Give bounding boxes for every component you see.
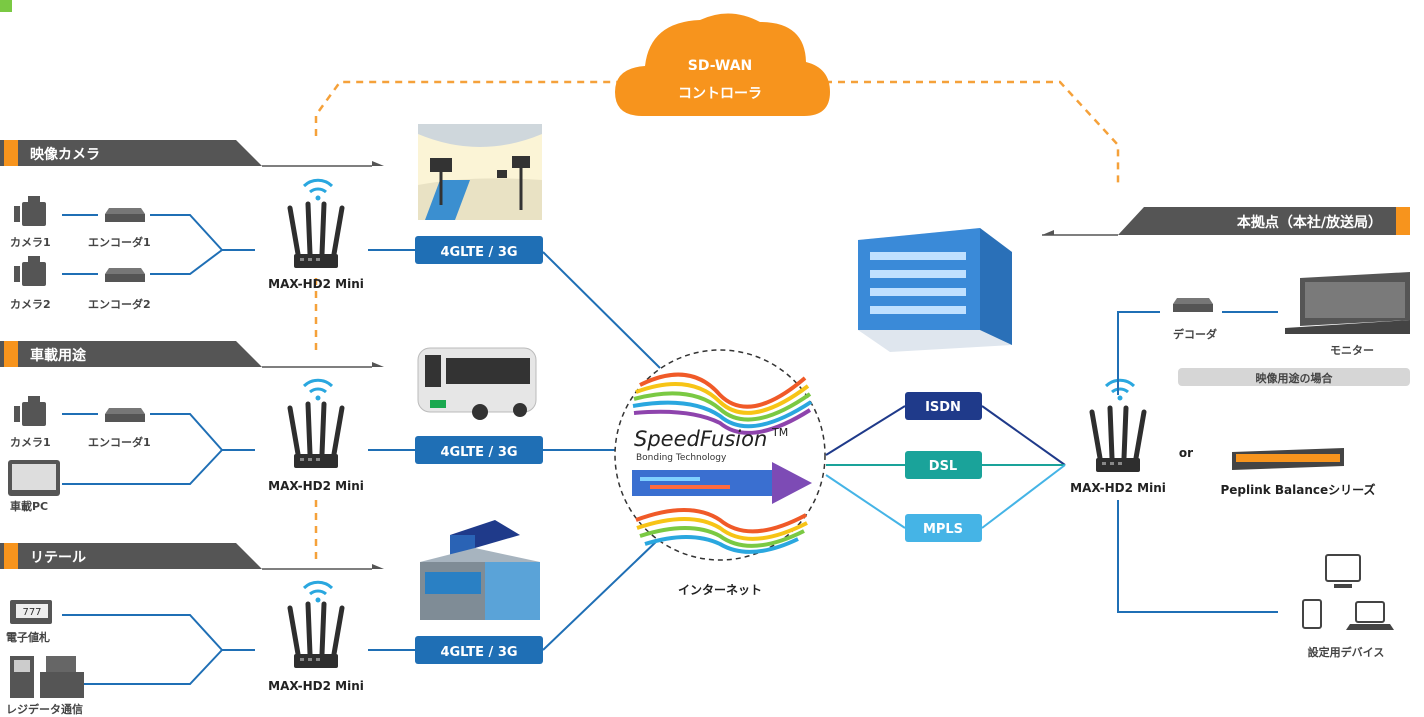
camera-icon (14, 396, 46, 426)
section-title: リテール (30, 550, 86, 566)
encoder-1-label: エンコーダ1 (88, 235, 151, 249)
config-devices-icon (1302, 554, 1394, 630)
internet-speedfusion: SpeedFusion TM Bonding Technology (614, 349, 826, 561)
isdn-pill: ISDN (905, 392, 982, 420)
vehicle-pc-label: 車載PC (10, 499, 48, 513)
lte-pill: 4GLTE / 3G (415, 636, 543, 664)
camera-2-label: カメラ2 (10, 298, 51, 311)
config-label: 設定用デバイス (1308, 645, 1385, 659)
balance-label: Peplink Balanceシリーズ (1220, 482, 1375, 497)
laptop-icon (8, 460, 60, 496)
vehicle-camera-label: カメラ1 (10, 436, 51, 449)
hq-router-label: MAX-HD2 Mini (1070, 481, 1166, 495)
camera-1-label: カメラ1 (10, 236, 51, 249)
isdn-link (825, 405, 1066, 466)
router-to-lte-links (368, 249, 415, 651)
studio-illustration (418, 124, 542, 220)
router-icon (290, 604, 342, 668)
mgmt-line-left (314, 80, 625, 136)
lte-label: 4GLTE / 3G (440, 245, 517, 260)
or-label: or (1179, 446, 1193, 460)
vehicle-links (62, 413, 255, 485)
cloud-label-2: コントローラ (678, 86, 762, 102)
router-icon (1092, 408, 1144, 472)
hq-building-icon (858, 228, 1012, 352)
section-header-hq: 本拠点（本社/放送局） (1042, 207, 1410, 236)
router-label: MAX-HD2 Mini (268, 277, 364, 291)
price-tag-label: 電子値札 (6, 630, 50, 644)
mpls-pill: MPLS (905, 514, 982, 542)
lte-label: 4GLTE / 3G (440, 645, 517, 660)
router-icon (290, 204, 342, 268)
monitor-wall-icon (1285, 272, 1410, 334)
section-title: 映像カメラ (30, 146, 100, 163)
mpls-label: MPLS (923, 522, 963, 537)
mgmt-line-right (825, 80, 1120, 185)
sd-wan-cloud: SD-WAN コントローラ (615, 13, 830, 116)
monitor-label: モニター (1330, 344, 1374, 357)
camera-icon (14, 256, 46, 286)
section-header-vehicle: 車載用途 (0, 341, 384, 368)
wifi-icon (302, 378, 334, 402)
wifi-icon (302, 580, 334, 604)
encoder-icon (105, 268, 145, 282)
speedfusion-subtitle: Bonding Technology (636, 453, 727, 463)
hq-links (1117, 311, 1278, 613)
speedfusion-brand: SpeedFusion (634, 427, 767, 451)
corner-marker (0, 0, 12, 12)
vehicle-encoder-label: エンコーダ1 (88, 435, 151, 449)
isdn-label: ISDN (925, 400, 961, 415)
bus-illustration (417, 347, 537, 420)
pos-register-icon (10, 656, 84, 698)
mpls-link (825, 464, 1066, 529)
lte-to-internet-links (542, 251, 661, 651)
encoder-icon (105, 208, 145, 222)
dsl-label: DSL (929, 459, 957, 474)
pos-label: レジデータ通信 (6, 702, 83, 716)
hq-title: 本拠点（本社/放送局） (1237, 214, 1382, 231)
router-label: MAX-HD2 Mini (268, 679, 364, 693)
router-icon (290, 404, 342, 468)
video-case-bar (1178, 368, 1410, 386)
wifi-icon (302, 178, 334, 202)
camera-icon (14, 196, 46, 226)
balance-appliance-icon (1232, 448, 1344, 470)
price-tag-icon: 777 (10, 600, 52, 624)
video-links (62, 214, 255, 275)
section-header-retail: リテール (0, 543, 384, 570)
decoder-label: デコーダ (1173, 327, 1217, 341)
price-tag-value: 777 (22, 607, 41, 618)
lte-label: 4GLTE / 3G (440, 445, 517, 460)
wifi-icon (1104, 378, 1136, 402)
internet-label: インターネット (678, 583, 762, 597)
encoder-icon (105, 408, 145, 422)
lte-pill: 4GLTE / 3G (415, 436, 543, 464)
cloud-label-1: SD-WAN (688, 58, 753, 74)
router-label: MAX-HD2 Mini (268, 479, 364, 493)
encoder-2-label: エンコーダ2 (88, 297, 151, 311)
lte-pill: 4GLTE / 3G (415, 236, 543, 264)
decoder-icon (1173, 298, 1213, 312)
speedfusion-tm: TM (771, 426, 788, 439)
section-title: 車載用途 (30, 347, 87, 364)
section-header-video: 映像カメラ (0, 140, 384, 167)
dsl-pill: DSL (905, 451, 982, 479)
video-case-label: 映像用途の場合 (1256, 371, 1334, 385)
retail-links (62, 614, 255, 685)
store-illustration (420, 520, 540, 620)
